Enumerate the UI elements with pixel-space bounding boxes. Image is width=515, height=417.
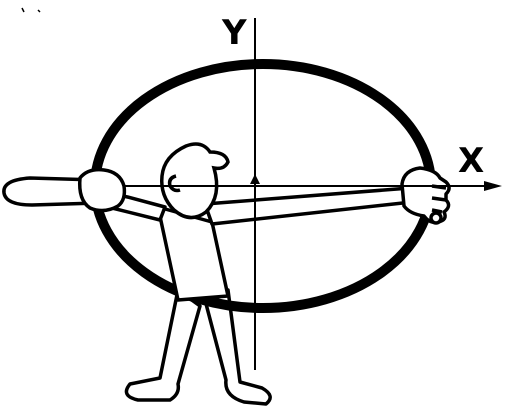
left-hand-loop bbox=[2, 176, 100, 207]
x-axis-label: X bbox=[458, 141, 484, 181]
right-hand-knuckle bbox=[429, 211, 443, 225]
right-arm bbox=[203, 166, 451, 226]
y-axis-label: Y bbox=[221, 13, 247, 53]
left-leg bbox=[124, 288, 202, 402]
figure-legs bbox=[124, 288, 272, 406]
x-axis-arrowhead bbox=[484, 181, 502, 191]
right-hand bbox=[400, 166, 451, 225]
origin-arrow bbox=[250, 174, 260, 184]
stray-mark bbox=[21, 7, 41, 13]
left-arm bbox=[2, 167, 167, 222]
right-arm-sleeve bbox=[203, 186, 414, 226]
left-hand bbox=[77, 167, 127, 213]
head-shape bbox=[160, 142, 230, 220]
right-leg bbox=[203, 288, 272, 406]
